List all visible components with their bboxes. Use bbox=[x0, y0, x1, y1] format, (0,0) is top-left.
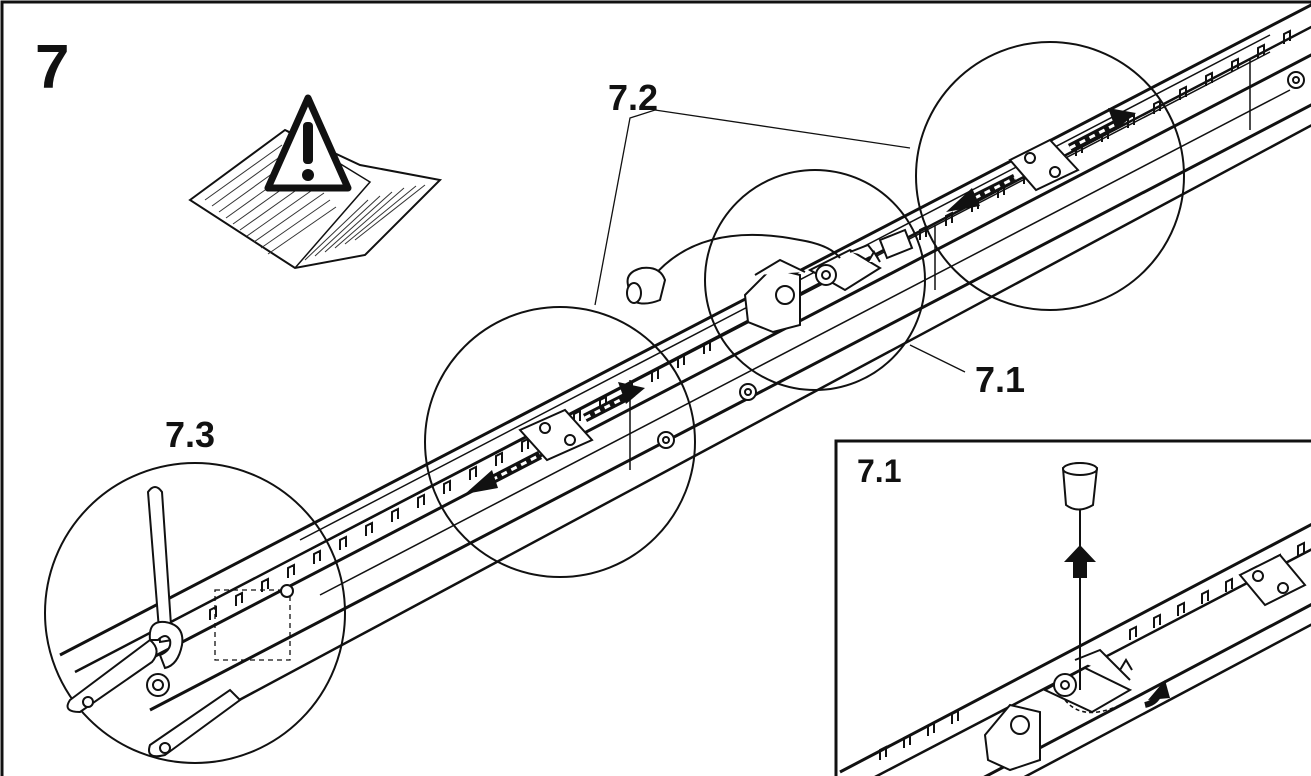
callout-7-1: 7.1 bbox=[975, 359, 1025, 400]
warning-manual-icon bbox=[188, 94, 443, 270]
wrench-icon bbox=[66, 486, 294, 758]
carriage-unit bbox=[743, 228, 914, 334]
release-cord-icon bbox=[626, 233, 841, 305]
step-number: 7 bbox=[35, 33, 69, 102]
rail-bolt bbox=[657, 71, 1305, 449]
rail-assembly bbox=[59, 3, 1311, 712]
double-arrow-icon-right bbox=[946, 108, 1136, 212]
detail-circle-7-1 bbox=[704, 169, 926, 391]
callout-7-2: 7.2 bbox=[608, 77, 658, 118]
inset-7-1: 7.1 bbox=[834, 439, 1311, 776]
belt-tension-bracket-left bbox=[518, 408, 594, 462]
detail-circle-7-2-right bbox=[915, 41, 1185, 311]
leader-lines bbox=[594, 109, 966, 373]
inset-release-cord bbox=[1061, 462, 1099, 690]
detail-circle-7-3 bbox=[44, 462, 346, 764]
inset-label: 7.1 bbox=[857, 453, 901, 489]
callout-7-3: 7.3 bbox=[165, 414, 215, 455]
double-arrow-icon bbox=[465, 382, 645, 494]
detail-circle-7-2-left bbox=[424, 306, 696, 578]
belt-tension-bracket-right bbox=[1008, 138, 1080, 192]
pull-arrow-icon bbox=[1064, 545, 1170, 708]
